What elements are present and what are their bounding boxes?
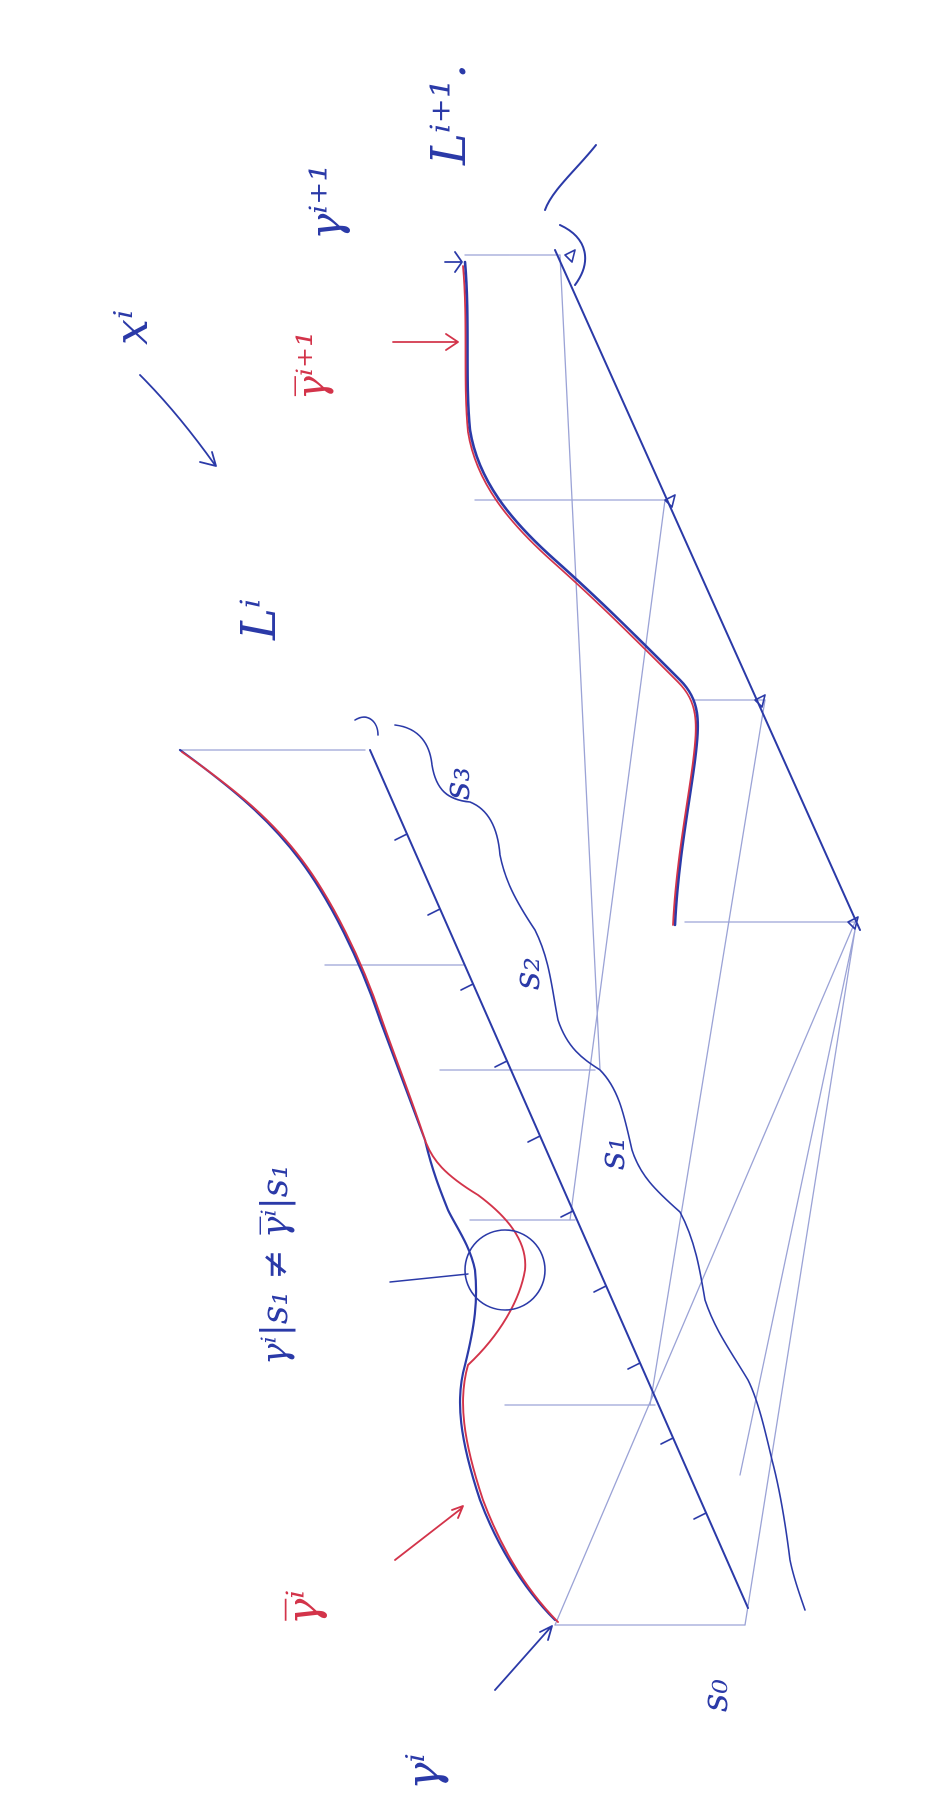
ticks-L-i xyxy=(395,834,706,1519)
label-s1: s₁ xyxy=(595,1137,631,1170)
curve-gamma-bar-i xyxy=(182,752,558,1622)
circle-mark xyxy=(465,1230,545,1310)
pointer-circle xyxy=(390,1274,468,1282)
curve-gamma-bar-i1 xyxy=(463,266,696,925)
arrows xyxy=(140,252,552,1690)
label-gamma-i: γⁱ xyxy=(400,1753,446,1790)
brace-l-i xyxy=(355,717,378,735)
line-L-i xyxy=(370,750,748,1608)
curve-gamma-i xyxy=(180,750,555,1620)
label-L-i1: Lⁱ⁺¹. xyxy=(425,64,473,165)
curve-gamma-i1 xyxy=(465,262,698,925)
line-L-i1 xyxy=(545,145,860,930)
label-s0: s₀ xyxy=(698,1679,734,1712)
label-s3: s₃ xyxy=(440,767,476,800)
construction-lines xyxy=(180,255,855,1625)
label-x-i: xⁱ xyxy=(108,310,154,345)
label-L-i: Lⁱ xyxy=(235,598,283,640)
label-ineq: γⁱ|s₁ ≠ γ̅ⁱ|s₁ xyxy=(258,1164,294,1365)
label-s2: s₂ xyxy=(510,957,546,990)
label-gamma-bar-i: γ̅ⁱ xyxy=(282,1590,326,1625)
label-gamma-bar-i1: γ̅ⁱ⁺¹ xyxy=(292,331,332,400)
red-arrows xyxy=(393,334,463,1560)
label-gamma-i1: γⁱ⁺¹ xyxy=(305,164,349,240)
